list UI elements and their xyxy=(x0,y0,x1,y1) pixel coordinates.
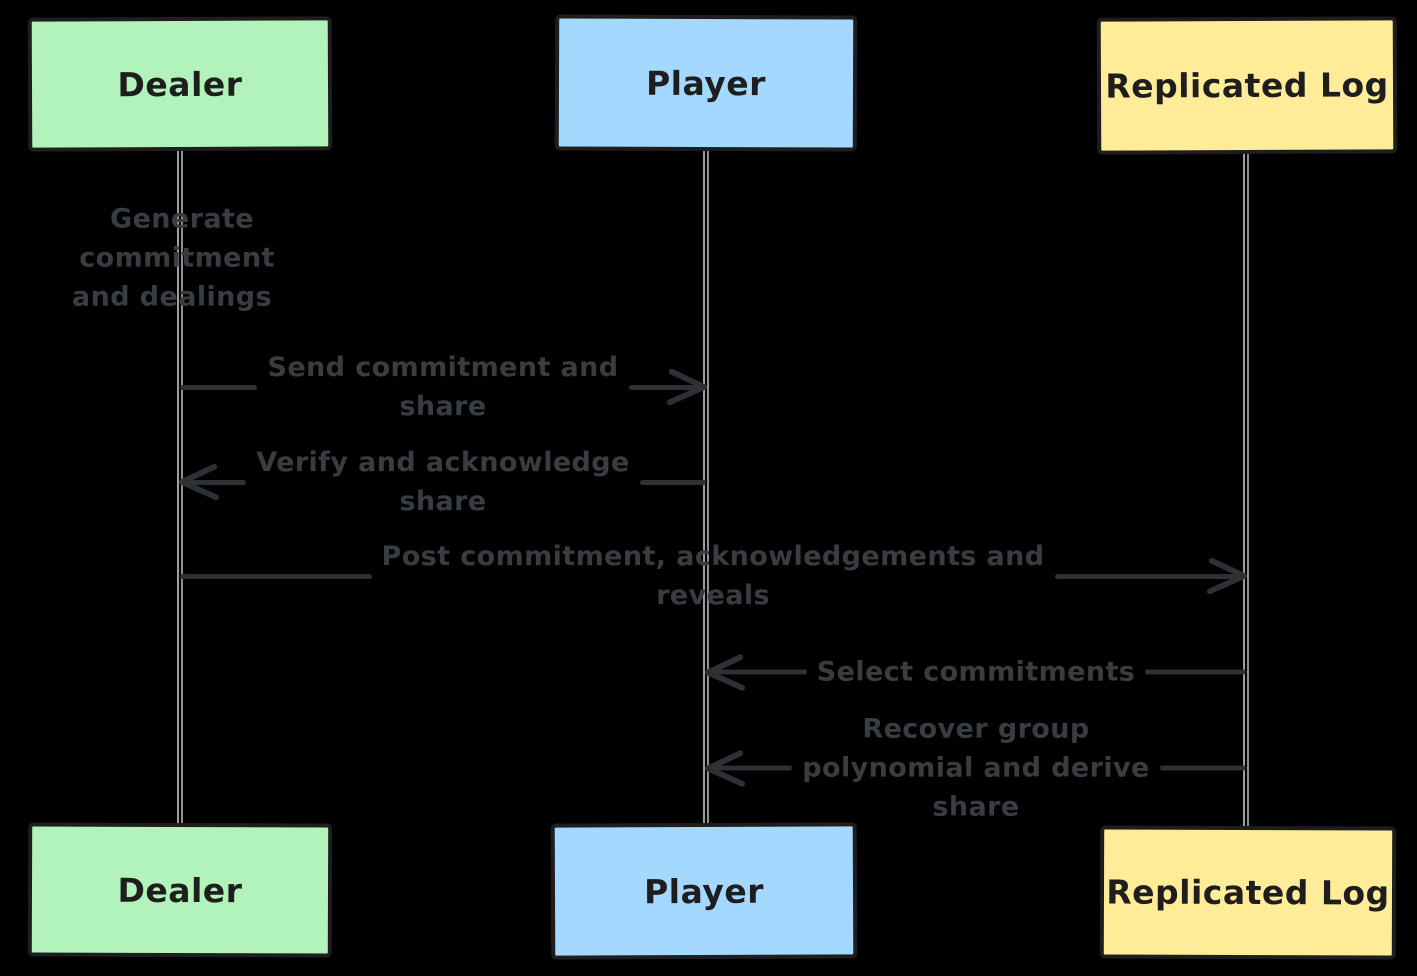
message-label: Post commitment, acknowledgements and re… xyxy=(381,541,1045,611)
arrow-shaft xyxy=(639,479,707,485)
message-select-commitments: Select commitments xyxy=(704,653,1246,692)
actor-box-replicated-log-bottom: Replicated Log xyxy=(1099,825,1397,960)
actor-label-replicated-log: Replicated Log xyxy=(1105,65,1389,106)
message-verify-and-acknowledge-share: Verify and acknowledge share xyxy=(178,443,707,521)
note-label: Generate commitment and dealings xyxy=(72,203,275,313)
arrowhead-left-icon xyxy=(704,749,746,787)
arrow-shaft xyxy=(180,384,258,390)
actor-box-dealer-bottom: Dealer xyxy=(27,822,333,958)
actor-box-player-top: Player xyxy=(554,14,858,152)
actor-label-dealer: Dealer xyxy=(117,870,243,910)
note-generate-commitment: Generate commitment and dealings xyxy=(17,200,337,317)
actor-label-player: Player xyxy=(645,63,767,103)
actor-label-dealer: Dealer xyxy=(117,64,243,104)
arrowhead-right-icon xyxy=(666,368,708,406)
arrowhead-left-icon xyxy=(178,463,220,501)
arrow-shaft xyxy=(180,573,372,579)
arrow-shaft xyxy=(628,384,707,390)
message-label: Recover group polynomial and derive shar… xyxy=(802,713,1150,823)
lifeline-replicated-log xyxy=(1243,150,1249,826)
arrowhead-left-icon xyxy=(704,653,746,691)
arrow-shaft xyxy=(1054,573,1247,579)
actor-box-player-bottom: Player xyxy=(550,822,858,960)
arrow-shaft xyxy=(706,765,793,771)
lifeline-player xyxy=(703,150,709,826)
arrow-shaft xyxy=(1159,765,1246,771)
lifeline-dealer xyxy=(177,150,183,826)
message-send-commitment-and-share: Send commitment and share xyxy=(180,348,708,426)
arrow-shaft xyxy=(180,479,247,485)
arrow-shaft xyxy=(1145,669,1246,675)
actor-box-replicated-log-top: Replicated Log xyxy=(1096,16,1398,155)
message-label: Send commitment and share xyxy=(267,352,619,422)
arrow-shaft xyxy=(706,669,807,675)
message-recover-group-polynomial-derive-share: Recover group polynomial and derive shar… xyxy=(704,710,1246,827)
actor-label-player: Player xyxy=(643,871,765,911)
actor-box-dealer-top: Dealer xyxy=(27,16,333,152)
actor-label-replicated-log: Replicated Log xyxy=(1106,872,1390,913)
message-label: Verify and acknowledge share xyxy=(256,447,630,517)
message-post-commitment-acknowledgements-reveals: Post commitment, acknowledgements and re… xyxy=(180,537,1248,615)
message-label: Select commitments xyxy=(816,656,1136,688)
arrowhead-right-icon xyxy=(1206,557,1248,595)
